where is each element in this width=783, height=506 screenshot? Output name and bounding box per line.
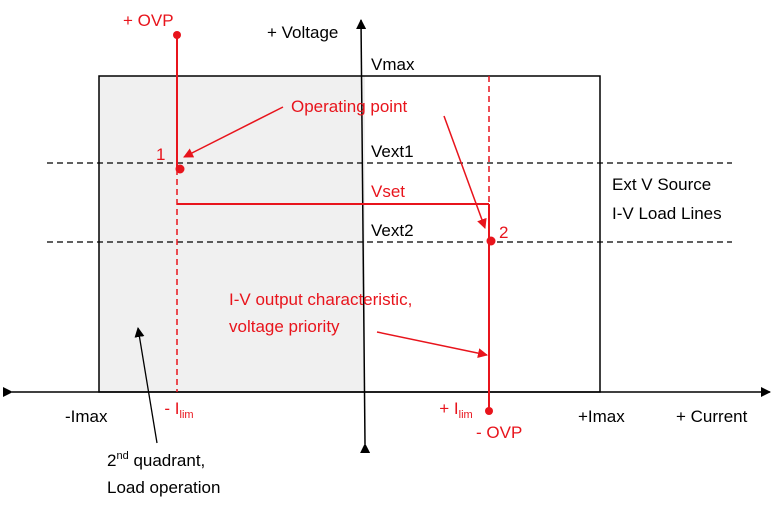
vext1-label: Vext1: [371, 142, 414, 161]
iv-characteristic-arrow: [376, 331, 488, 359]
quadrant-number: 2: [107, 451, 116, 470]
quadrant-rest: quadrant,: [129, 451, 206, 470]
pos-ilim-subscript: lim: [459, 409, 473, 421]
neg-ilim-prefix: - I: [164, 399, 179, 418]
second-quadrant-region: [99, 76, 365, 392]
pos-imax-label: +Imax: [578, 407, 625, 426]
ext-source-label-line2: I-V Load Lines: [612, 204, 722, 223]
operating-point-arrow-2: [443, 115, 487, 229]
minus-ovp-label: - OVP: [476, 423, 522, 442]
vext2-label: Vext2: [371, 221, 414, 240]
plus-ovp-dot: [173, 31, 181, 39]
pos-ilim-label: + Ilim: [439, 399, 472, 421]
second-quadrant-label-line1: 2nd quadrant,: [107, 450, 205, 470]
operating-point-arrow-1: [183, 106, 284, 158]
quadrant-superscript: nd: [116, 450, 128, 462]
ext-source-label-line1: Ext V Source: [612, 175, 711, 194]
point-2-label: 2: [499, 223, 508, 242]
neg-ilim-subscript: lim: [180, 409, 194, 421]
current-axis-label: + Current: [676, 407, 748, 426]
operating-point-2-dot: [486, 236, 496, 246]
second-quadrant-label-line2: Load operation: [107, 478, 220, 497]
neg-ilim-label: - Ilim: [164, 399, 193, 421]
operating-point-1-dot: [175, 164, 185, 174]
point-1-label: 1: [156, 145, 165, 164]
pos-ilim-prefix: + I: [439, 399, 458, 418]
second-quadrant-arrow: [134, 327, 158, 444]
plus-ovp-label: + OVP: [123, 11, 174, 30]
iv-characteristic-label-line1: I-V output characteristic,: [229, 290, 412, 309]
vmax-label: Vmax: [371, 55, 415, 74]
voltage-axis: [356, 19, 371, 454]
neg-imax-label: -Imax: [65, 407, 108, 426]
operating-point-label: Operating point: [291, 97, 408, 116]
iv-characteristic-label-line2: voltage priority: [229, 317, 340, 336]
voltage-axis-label: + Voltage: [267, 23, 338, 42]
vset-label: Vset: [371, 182, 405, 201]
minus-ovp-dot: [485, 407, 493, 415]
